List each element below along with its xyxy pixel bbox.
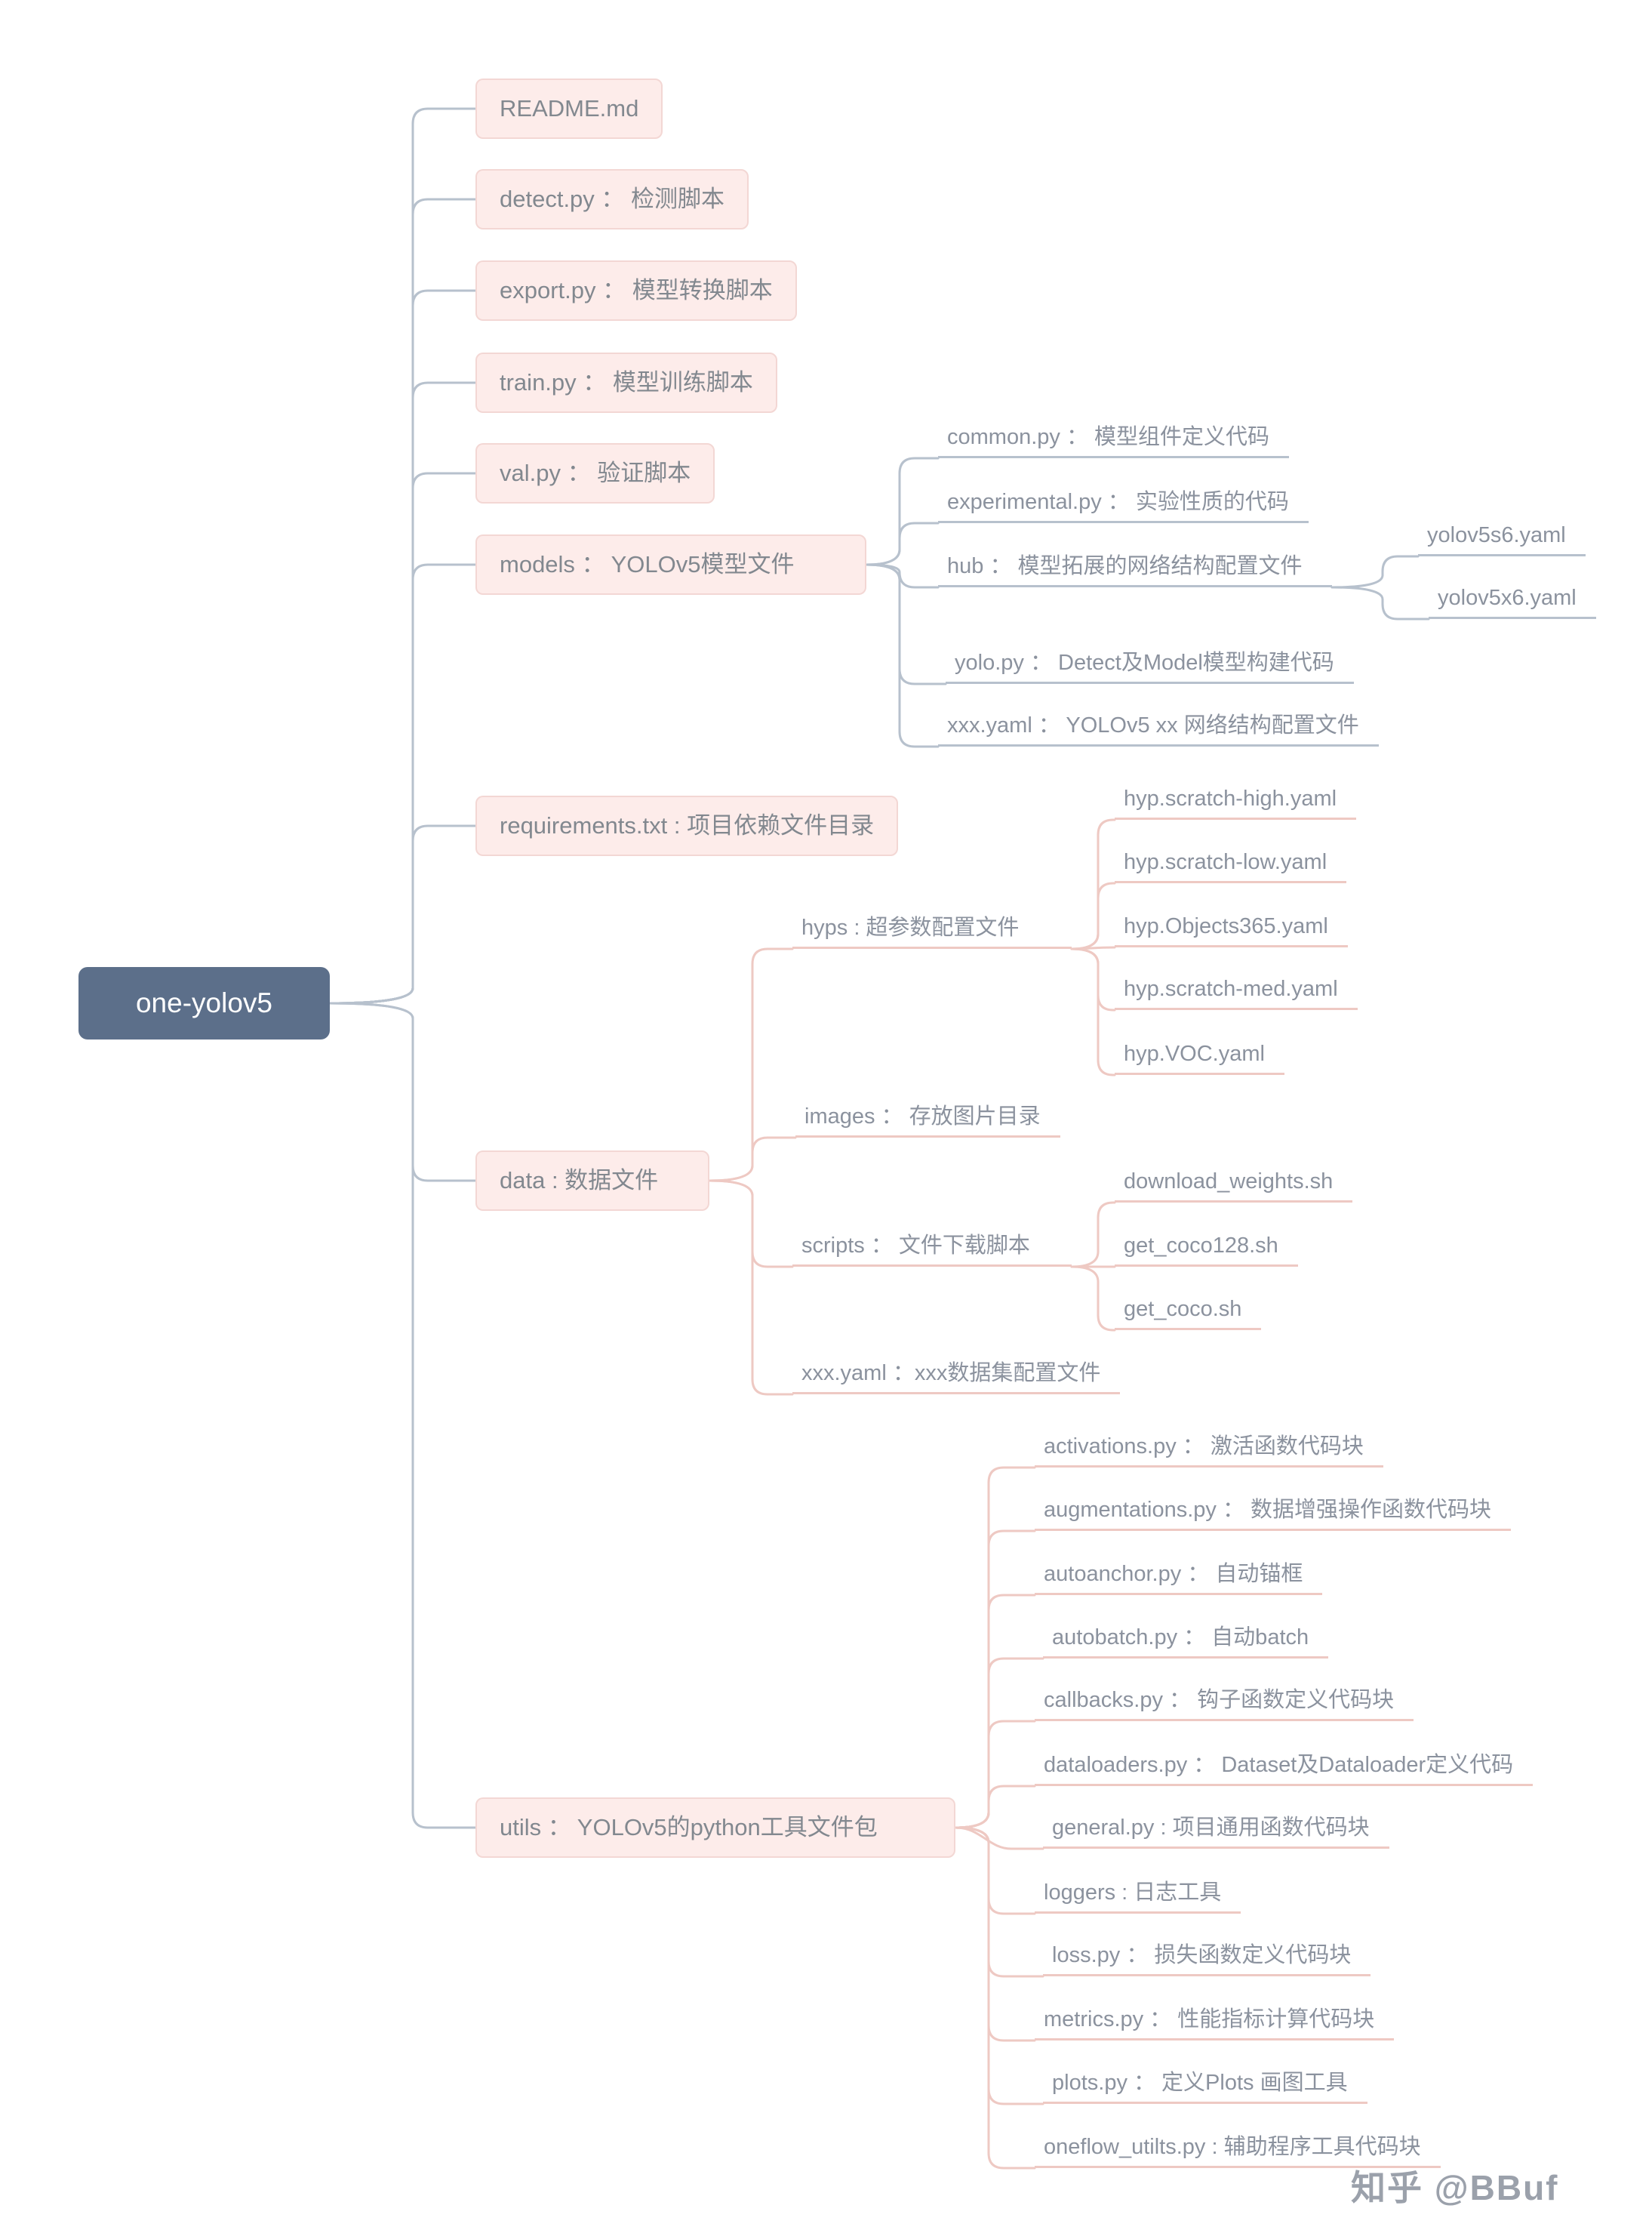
node-train-py[interactable]: train.py ： 模型训练脚本 bbox=[475, 353, 777, 413]
data-branch-connectors bbox=[708, 818, 1116, 1396]
node-hyp-scratch-med[interactable]: hyp.scratch-med.yaml bbox=[1115, 972, 1358, 1010]
node-common-py[interactable]: common.py ： 模型组件定义代码 bbox=[938, 420, 1289, 458]
node-detect-py[interactable]: detect.py ： 检测脚本 bbox=[475, 169, 749, 229]
node-experimental-py[interactable]: experimental.py ： 实验性质的代码 bbox=[938, 485, 1309, 523]
node-requirements-txt[interactable]: requirements.txt : 项目依赖文件目录 bbox=[475, 796, 899, 856]
node-images[interactable]: images ： 存放图片目录 bbox=[795, 1099, 1060, 1138]
node-metrics-py[interactable]: metrics.py ： 性能指标计算代码块 bbox=[1035, 2002, 1395, 2040]
node-one-yolov5[interactable]: one-yolov5 bbox=[78, 967, 330, 1040]
node-val-py[interactable]: val.py ： 验证脚本 bbox=[475, 443, 715, 504]
node-autoanchor-py[interactable]: autoanchor.py ： 自动锚框 bbox=[1035, 1557, 1323, 1595]
node-callbacks-py[interactable]: callbacks.py ： 钩子函数定义代码块 bbox=[1035, 1683, 1414, 1721]
node-models[interactable]: models ： YOLOv5模型文件 bbox=[475, 534, 866, 595]
root-connectors bbox=[328, 107, 477, 1829]
node-data-xxx-yaml[interactable]: xxx.yaml ：xxx数据集配置文件 bbox=[792, 1356, 1121, 1394]
node-hub[interactable]: hub ： 模型拓展的网络结构配置文件 bbox=[938, 549, 1332, 587]
node-models-xxx-yaml[interactable]: xxx.yaml ： YOLOv5 xx 网络结构配置文件 bbox=[938, 708, 1379, 747]
node-yolov5s6-yaml[interactable]: yolov5s6.yaml bbox=[1418, 518, 1586, 556]
node-hyps[interactable]: hyps : 超参数配置文件 bbox=[792, 910, 1072, 949]
node-utils[interactable]: utils ： YOLOv5的python工具文件包 bbox=[475, 1797, 955, 1858]
node-download-weights-sh[interactable]: download_weights.sh bbox=[1115, 1164, 1353, 1203]
node-hyp-objects365[interactable]: hyp.Objects365.yaml bbox=[1115, 909, 1348, 947]
node-activations-py[interactable]: activations.py ： 激活函数代码块 bbox=[1035, 1429, 1383, 1468]
node-dataloaders-py[interactable]: dataloaders.py ： Dataset及Dataloader定义代码 bbox=[1035, 1748, 1534, 1786]
node-augmentations-py[interactable]: augmentations.py ： 数据增强操作函数代码块 bbox=[1035, 1492, 1512, 1531]
node-yolov5x6-yaml[interactable]: yolov5x6.yaml bbox=[1429, 581, 1596, 619]
node-yolo-py[interactable]: yolo.py ： Detect及Model模型构建代码 bbox=[946, 645, 1354, 684]
node-loss-py[interactable]: loss.py ： 损失函数定义代码块 bbox=[1043, 1938, 1371, 1976]
node-get-coco-sh[interactable]: get_coco.sh bbox=[1115, 1292, 1262, 1330]
node-loggers[interactable]: loggers : 日志工具 bbox=[1035, 1875, 1241, 1914]
node-readme-md[interactable]: README.md bbox=[475, 79, 663, 139]
node-get-coco128-sh[interactable]: get_coco128.sh bbox=[1115, 1228, 1298, 1267]
node-autobatch-py[interactable]: autobatch.py ： 自动batch bbox=[1043, 1620, 1329, 1659]
models-branch-connectors bbox=[865, 457, 1430, 748]
node-plots-py[interactable]: plots.py ： 定义Plots 画图工具 bbox=[1043, 2065, 1367, 2104]
node-general-py[interactable]: general.py : 项目通用函数代码块 bbox=[1043, 1810, 1389, 1849]
node-hyp-voc[interactable]: hyp.VOC.yaml bbox=[1115, 1036, 1284, 1075]
watermark: 知乎 @BBuf bbox=[1351, 2168, 1559, 2207]
node-scripts[interactable]: scripts ： 文件下载脚本 bbox=[792, 1228, 1072, 1267]
node-data[interactable]: data : 数据文件 bbox=[475, 1150, 709, 1211]
node-hyp-scratch-low[interactable]: hyp.scratch-low.yaml bbox=[1115, 845, 1347, 883]
node-export-py[interactable]: export.py ： 模型转换脚本 bbox=[475, 260, 797, 321]
node-hyp-scratch-high[interactable]: hyp.scratch-high.yaml bbox=[1115, 781, 1357, 820]
utils-branch-connectors bbox=[954, 1466, 1044, 2170]
node-oneflow-utilts-py[interactable]: oneflow_utilts.py : 辅助程序工具代码块 bbox=[1035, 2130, 1441, 2168]
